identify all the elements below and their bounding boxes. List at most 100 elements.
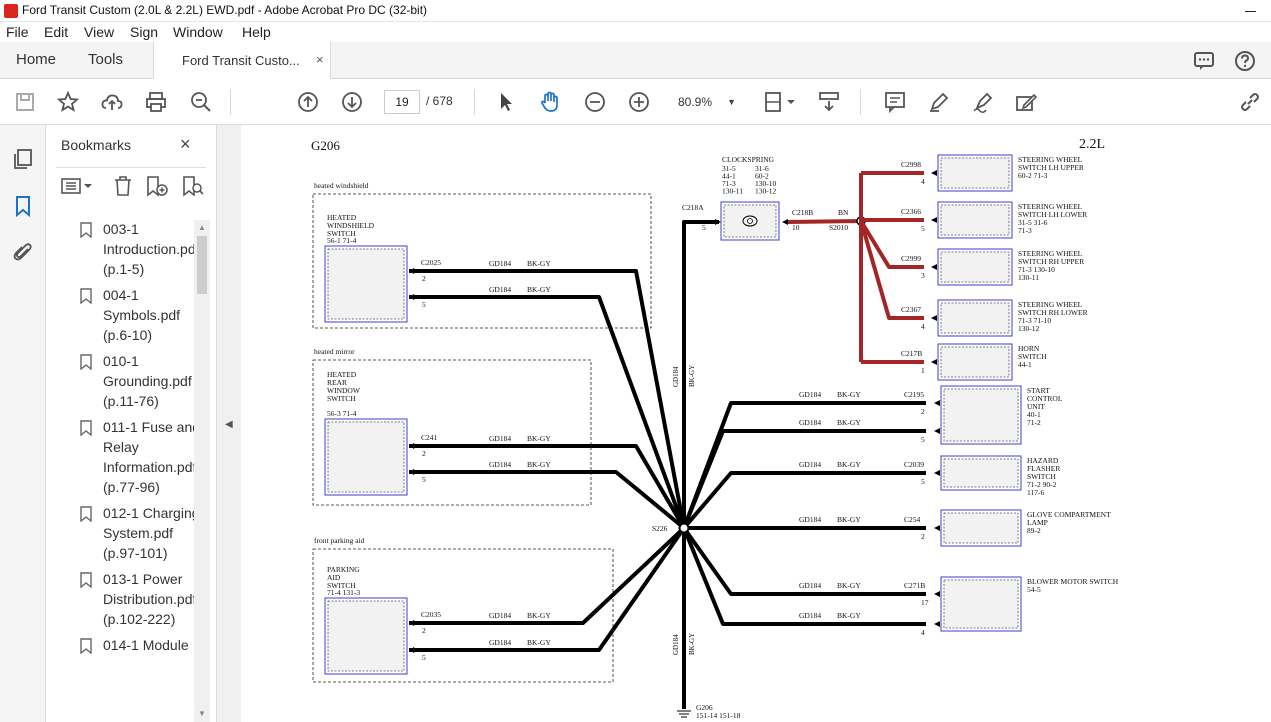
page-up-icon[interactable] — [296, 90, 320, 114]
delete-bookmark-icon[interactable] — [112, 175, 134, 197]
pin-arrow — [934, 525, 940, 531]
component-refs: 130-12 — [1018, 324, 1039, 333]
component-title: STEERING WHEEL — [1018, 300, 1083, 309]
select-cursor-icon[interactable] — [494, 90, 518, 114]
bookmark-item[interactable]: 011-1 Fuse and Relay Information.pdf (p.… — [56, 417, 206, 497]
component-title: SWITCH — [327, 394, 356, 403]
component-title: SWITCH LH UPPER — [1018, 163, 1084, 172]
page-total: / 678 — [426, 94, 453, 108]
page-down-icon[interactable] — [340, 90, 364, 114]
zoom-in-icon[interactable] — [627, 90, 651, 114]
bookmark-item[interactable]: 013-1 Power Distribution.pdf (p.102-222) — [56, 569, 206, 629]
wire-circuit: GD184 — [799, 581, 821, 590]
component-box-body — [327, 600, 405, 672]
chevron-down-icon: ▼ — [727, 97, 736, 107]
comment-icon[interactable] — [1192, 49, 1216, 73]
component-title: WINDSHIELD — [327, 221, 375, 230]
group-label: heated windshield — [314, 181, 369, 190]
scroll-mode-icon[interactable] — [817, 90, 841, 114]
bookmark-flag-icon — [80, 638, 92, 654]
menu-help[interactable]: Help — [242, 24, 271, 40]
wire-color: BK-GY — [837, 515, 861, 524]
menu-edit[interactable]: Edit — [44, 24, 69, 40]
zoom-search-icon[interactable] — [189, 90, 213, 114]
share-link-icon[interactable] — [1238, 90, 1262, 114]
wire — [409, 470, 686, 530]
connector-label: C271B — [904, 581, 925, 590]
pin-arrow — [931, 217, 937, 223]
menu-sign[interactable]: Sign — [130, 24, 159, 40]
bookmark-item[interactable]: 012-1 Charging System.pdf (p.97-101) — [56, 503, 206, 563]
page-number-input[interactable]: 19 — [384, 90, 420, 114]
tab-tools[interactable]: Tools — [88, 51, 124, 68]
wire-color: BK-GY — [837, 390, 861, 399]
bookmark-item[interactable]: 004-1 Symbols.pdf (p.6-10) — [56, 285, 206, 345]
highlight-pen-icon[interactable] — [927, 90, 951, 114]
wire-red — [859, 220, 924, 320]
wiring-diagram: G206 2.2L heated windshieldHEATEDWINDSHI… — [311, 137, 1119, 720]
help-icon[interactable] — [1233, 49, 1257, 73]
upload-icon[interactable] — [100, 90, 124, 114]
bookmark-item[interactable]: 010-1 Grounding.pdf (p.11-76) — [56, 351, 206, 411]
print-icon[interactable] — [144, 90, 168, 114]
clockspring-ref: 130-12 — [755, 187, 776, 196]
scrollbar-thumb[interactable] — [197, 236, 207, 294]
fill-sign-icon[interactable] — [1014, 90, 1038, 114]
connector-label: C2366 — [901, 207, 921, 216]
component-refs: 130-11 — [1018, 273, 1039, 282]
bookmarks-close-button[interactable]: × — [180, 134, 191, 154]
component-refs: 31-5 31-6 — [1018, 218, 1048, 227]
group-frame — [312, 359, 592, 506]
wire-color: BK-GY — [837, 418, 861, 427]
ground-label: G206 — [696, 703, 713, 712]
page-display-icon[interactable] — [762, 90, 798, 114]
bookmark-item[interactable]: 003-1 Introduction.pdf (p.1-5) — [56, 219, 206, 279]
chevron-left-icon[interactable]: ◀ — [225, 419, 233, 430]
component-title: SWITCH RH LOWER — [1018, 308, 1088, 317]
wire-color: BK-GY — [837, 460, 861, 469]
connector-label: C2025 — [421, 258, 441, 267]
zoom-level-select[interactable]: 80.9%▼ — [670, 90, 742, 114]
scroll-down-icon[interactable]: ▼ — [198, 709, 206, 718]
tab-document[interactable]: Ford Transit Custo... × — [153, 42, 331, 80]
pin-number: 5 — [921, 477, 925, 486]
menu-window[interactable]: Window — [173, 24, 223, 40]
bookmark-search-icon[interactable] — [181, 175, 205, 197]
zoom-out-icon[interactable] — [583, 90, 607, 114]
component-title: SWITCH RH UPPER — [1018, 257, 1084, 266]
tab-close-button[interactable]: × — [316, 52, 324, 67]
component-refs: 54-5 — [1027, 585, 1041, 594]
component-box-body — [943, 458, 1019, 488]
pages-thumbnail-icon[interactable] — [11, 147, 35, 171]
bookmark-label: 014-1 Module — [103, 637, 189, 653]
component-title: HEATED — [327, 213, 357, 222]
scroll-up-icon[interactable]: ▲ — [198, 223, 206, 232]
pin-number: 2 — [422, 274, 426, 283]
comment-note-icon[interactable] — [883, 90, 907, 114]
wire-circuit: GD184 — [672, 634, 680, 655]
minimize-button[interactable] — [1241, 0, 1261, 20]
menu-file[interactable]: File — [6, 24, 29, 40]
bookmarks-scrollbar[interactable]: ▲ ▼ — [194, 220, 210, 722]
tab-home[interactable]: Home — [16, 51, 57, 68]
ground-icon — [677, 710, 691, 718]
pin-number: 2 — [921, 532, 925, 541]
bookmark-flag-icon — [80, 354, 92, 370]
menu-view[interactable]: View — [84, 24, 115, 40]
save-icon[interactable] — [13, 90, 37, 114]
attachments-icon[interactable] — [11, 240, 35, 264]
new-bookmark-icon[interactable] — [145, 175, 169, 197]
connector-label: C218A — [682, 203, 704, 212]
panel-collapse-strip[interactable]: ◀ — [217, 125, 241, 722]
bookmarks-panel-icon[interactable] — [11, 194, 35, 218]
component-refs: 117-6 — [1027, 488, 1044, 497]
bookmark-label: 012-1 Charging System.pdf (p.97-101) — [103, 505, 200, 561]
bookmark-label: 004-1 Symbols.pdf (p.6-10) — [103, 287, 181, 343]
bookmark-item[interactable]: 014-1 Module — [56, 635, 206, 655]
options-menu-icon[interactable] — [60, 175, 96, 197]
hand-tool-icon[interactable] — [538, 90, 562, 114]
sign-pen-icon[interactable] — [971, 90, 995, 114]
bookmark-star-icon[interactable] — [56, 90, 80, 114]
bookmark-list: 003-1 Introduction.pdf (p.1-5) 004-1 Sym… — [56, 219, 206, 722]
